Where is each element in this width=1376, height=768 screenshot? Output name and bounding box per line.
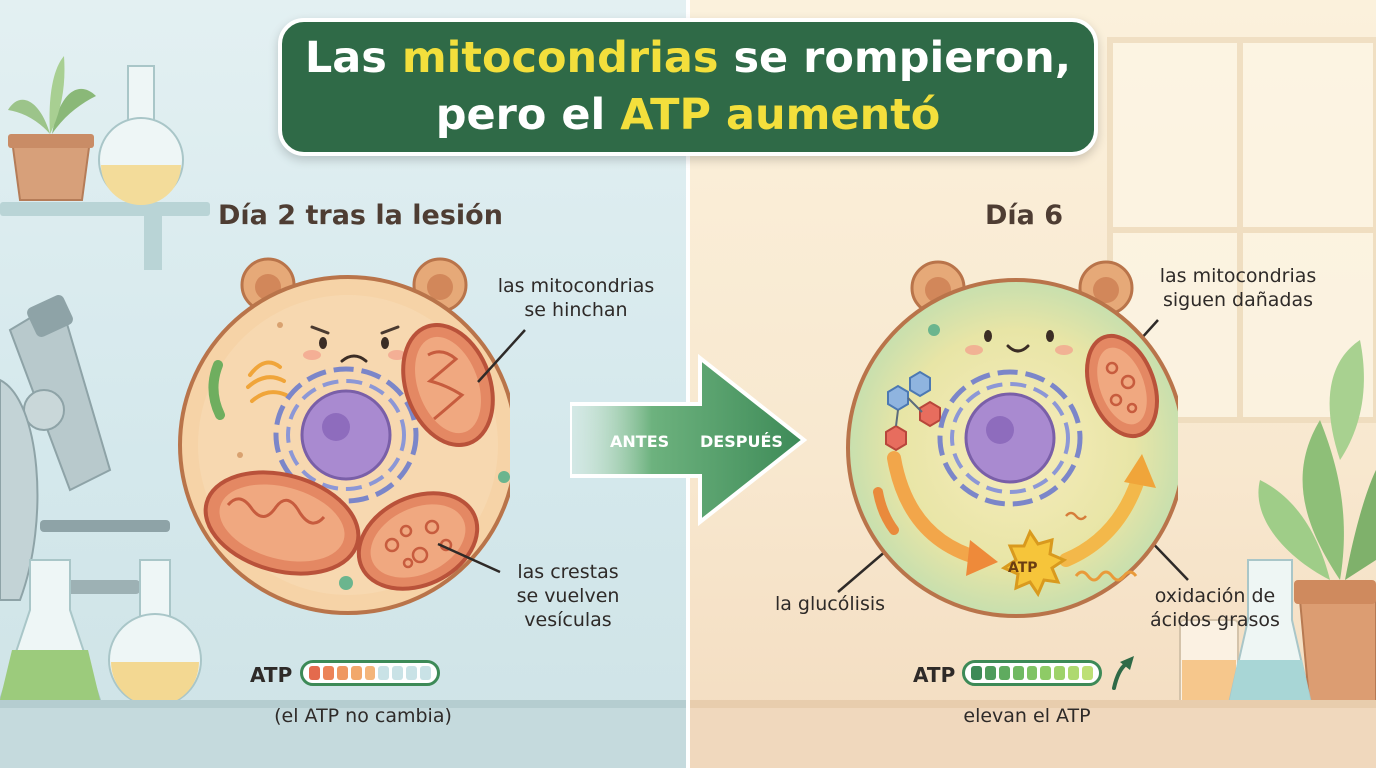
arrow-before-label: ANTES bbox=[610, 432, 670, 451]
atp-label-after: ATP bbox=[913, 663, 956, 687]
glycolysis-arrow bbox=[887, 451, 985, 565]
nucleus bbox=[937, 369, 1083, 507]
injured-cell-diagram bbox=[178, 257, 510, 615]
lab-shelf bbox=[0, 202, 210, 270]
title-highlight-atp: ATP aumentó bbox=[620, 90, 941, 140]
fatty-acid-arrow bbox=[1059, 473, 1145, 567]
damaged-mitochondrion bbox=[1085, 333, 1159, 439]
cell-eye-right bbox=[1046, 330, 1054, 342]
cell-eye-left bbox=[984, 330, 992, 342]
atp-meter-before bbox=[300, 660, 440, 686]
label-fatty-acid-line1: oxidación de bbox=[1154, 585, 1276, 607]
label-glycolysis: la glucólisis bbox=[774, 593, 886, 615]
label-cristae-line2: se vuelven bbox=[516, 585, 620, 607]
leader-mito-swell bbox=[477, 329, 526, 383]
swollen-mitochondrion-1 bbox=[401, 322, 495, 448]
leader-cristae bbox=[437, 542, 501, 574]
vesicle bbox=[339, 576, 353, 590]
lab-bench-left bbox=[0, 705, 686, 768]
label-mito-damaged-line1: las mitocondrias bbox=[1159, 265, 1317, 287]
arrow-after-label: DESPUÉS bbox=[700, 432, 783, 451]
title-line1-pre: Las bbox=[304, 33, 402, 83]
label-mito-damaged-line2: siguen dañadas bbox=[1162, 289, 1314, 311]
label-mito-swell-line1: las mitocondrias bbox=[497, 275, 655, 297]
golgi-apparatus bbox=[246, 360, 288, 403]
title-line-2: pero el ATP aumentó bbox=[436, 87, 941, 144]
label-fatty-acid: oxidación de ácidos grasos bbox=[1140, 584, 1290, 632]
cell-smile bbox=[1006, 344, 1030, 353]
up-arrow-icon bbox=[1112, 656, 1134, 690]
potted-plant-right bbox=[1258, 340, 1376, 711]
title-line1-post: se rompieron, bbox=[718, 33, 1072, 83]
atp-badge: ATP bbox=[1008, 560, 1038, 576]
organelle-orange bbox=[873, 487, 899, 535]
atp-burst bbox=[1000, 528, 1068, 598]
nucleus bbox=[273, 366, 419, 504]
title-line2-pre: pero el bbox=[435, 90, 621, 140]
glucose-molecule-icon bbox=[885, 370, 941, 452]
recovering-cell-diagram bbox=[846, 260, 1178, 618]
lab-bench-right bbox=[690, 705, 1376, 768]
label-mito-swell-line2: se hinchan bbox=[524, 299, 628, 321]
atp-label-before: ATP bbox=[250, 663, 293, 687]
label-cristae-line1: las crestas bbox=[517, 561, 619, 583]
round-flask-shelf bbox=[98, 65, 184, 205]
atp-caption-before: (el ATP no cambia) bbox=[274, 705, 452, 727]
fatty-acid-chain bbox=[1074, 570, 1138, 582]
label-mito-swell: las mitocondrias se hinchan bbox=[478, 274, 674, 322]
label-cristae: las crestas se vuelven vesículas bbox=[500, 560, 636, 632]
label-fatty-acid-line2: ácidos grasos bbox=[1150, 609, 1280, 631]
yellow-flask bbox=[108, 559, 202, 707]
panel-divider bbox=[686, 0, 690, 768]
atp-caption-after: elevan el ATP bbox=[963, 705, 1091, 727]
title-highlight-mitochondria: mitocondrias bbox=[401, 33, 719, 83]
main-title: Las mitocondrias se rompieron, pero el A… bbox=[278, 18, 1098, 156]
atp-meter-after bbox=[962, 660, 1102, 686]
microscope bbox=[0, 295, 170, 601]
cell-eye-right bbox=[381, 337, 389, 349]
before-heading: Día 2 tras la lesión bbox=[218, 200, 503, 231]
after-heading: Día 6 bbox=[985, 200, 1064, 231]
label-mito-damaged: las mitocondrias siguen dañadas bbox=[1140, 264, 1336, 312]
potted-plant-left bbox=[8, 56, 96, 201]
cell-frown bbox=[340, 354, 368, 363]
before-after-arrow bbox=[570, 353, 808, 527]
organelle-green bbox=[208, 360, 225, 420]
cell-eye-left bbox=[319, 337, 327, 349]
label-cristae-line3: vesículas bbox=[524, 609, 612, 631]
swollen-mitochondrion-2 bbox=[203, 470, 361, 576]
title-line-1: Las mitocondrias se rompieron, bbox=[305, 30, 1071, 87]
vesiculated-mitochondrion bbox=[356, 491, 480, 591]
